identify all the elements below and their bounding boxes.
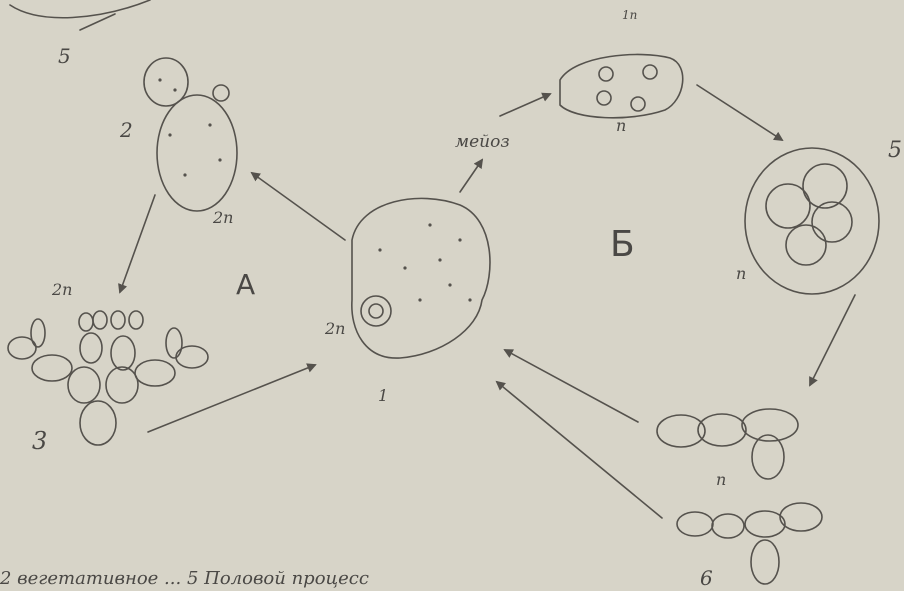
center-marker: 2n — [325, 319, 345, 338]
section-b-label: Б — [610, 224, 635, 265]
lower-chain-marker: n — [716, 470, 726, 489]
top-left-number: 5 — [58, 44, 71, 68]
tetrad-cell — [560, 54, 683, 117]
budding-colony-3 — [8, 311, 208, 445]
cell-chain-n — [657, 409, 798, 479]
buds-marker: 2n — [52, 280, 72, 299]
bottom-caption: 2 вегетативное ... 5 Половой процесс — [0, 568, 369, 589]
ascus-5 — [745, 148, 879, 294]
central-cell-1 — [352, 198, 490, 358]
top-right-marker: 1n — [622, 8, 637, 22]
ascus-marker: n — [736, 264, 746, 283]
stage-2-marker: 2n — [213, 208, 233, 227]
budding-cell-2 — [144, 58, 237, 211]
stage-5-label: 5 — [888, 138, 902, 163]
section-a-label: A — [236, 268, 255, 301]
meiosis-label: мейоз — [455, 132, 510, 152]
stage-3-label: 3 — [32, 427, 47, 455]
stage-2-label: 2 — [120, 118, 133, 142]
center-number: 1 — [378, 386, 388, 405]
cell-chain-6 — [677, 503, 822, 584]
stage-6-label: 6 — [700, 566, 713, 590]
partial-cell-top-left — [10, 0, 150, 18]
tetrad-marker: n — [616, 116, 626, 135]
